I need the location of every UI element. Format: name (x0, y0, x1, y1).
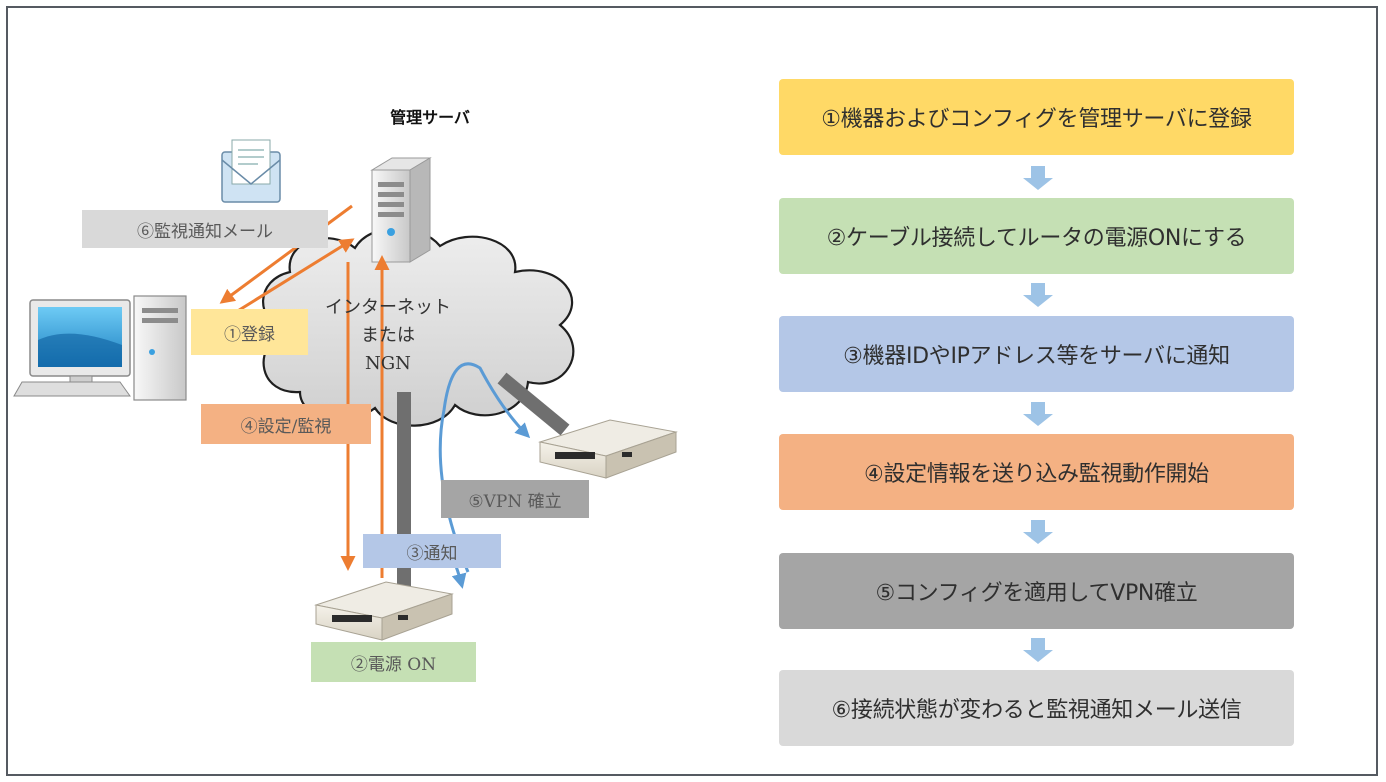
orange-arrows (219, 204, 390, 578)
step-1: ①機器およびコンフィグを管理サーバに登録 (779, 79, 1294, 155)
step-arrow-1 (1023, 166, 1053, 190)
server-icon (370, 157, 432, 263)
cloud-label: インターネット または NGN (318, 294, 458, 378)
label-vpn: ⑤VPN 確立 (441, 480, 589, 518)
pc-icon (13, 295, 187, 401)
step-5: ⑤コンフィグを適用してVPN確立 (779, 553, 1294, 629)
cable-to-router-right (497, 372, 570, 436)
step-3: ③機器IDやIPアドレス等をサーバに通知 (779, 316, 1294, 392)
arrow-server-to-pc (219, 204, 353, 304)
cloud-label-line1: インターネット (325, 297, 451, 318)
server-title: 管理サーバ (390, 108, 470, 127)
label-config-monitor: ④設定/監視 (201, 404, 371, 444)
step-6: ⑥接続状態が変わると監視通知メール送信 (779, 670, 1294, 746)
step-4: ④設定情報を送り込み監視動作開始 (779, 434, 1294, 510)
label-mail: ⑥監視通知メール (82, 210, 328, 248)
step-arrow-5 (1023, 638, 1053, 662)
step-arrow-4 (1023, 520, 1053, 544)
router-bottom-icon (314, 581, 454, 641)
step-arrow-2 (1023, 283, 1053, 307)
cloud-label-line3: NGN (365, 353, 411, 374)
arrow-pc-to-server (235, 238, 355, 314)
step-2: ②ケーブル接続してルータの電源ONにする (779, 198, 1294, 274)
label-register: ①登録 (191, 309, 308, 355)
router-right-icon (538, 419, 678, 479)
label-power-on: ②電源 ON (311, 642, 476, 682)
step-arrow-3 (1023, 402, 1053, 426)
cloud-label-line2: または (361, 325, 415, 346)
label-notify: ③通知 (363, 534, 501, 568)
mail-icon (221, 139, 281, 203)
